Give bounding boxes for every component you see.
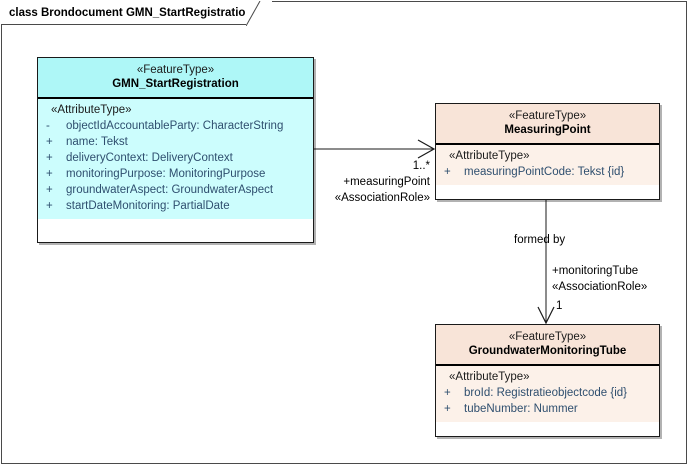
attribute-row: + monitoringPurpose: MonitoringPurpose	[46, 166, 309, 182]
attribute-row: + name: Tekst	[46, 134, 309, 150]
class-stereotype: «FeatureType»	[136, 64, 215, 76]
attribute-compartment-stereotype: «AttributeType»	[51, 103, 132, 116]
attribute-row: + broId: Registratieobjectcode {id}	[444, 385, 655, 401]
attribute-visibility: +	[444, 165, 451, 178]
class-attributes-groundwater-monitoring-tube: «AttributeType» + broId: Registratieobje…	[436, 365, 659, 422]
class-stereotype: «FeatureType»	[508, 331, 587, 343]
attribute-text: broId: Registratieobjectcode {id}	[464, 386, 628, 399]
class-name: GMN_StartRegistration	[112, 78, 239, 91]
class-stereotype: «FeatureType»	[508, 110, 587, 122]
attribute-visibility: +	[46, 183, 53, 196]
association-role-measuringpoint: +measuringPoint	[343, 176, 430, 188]
attribute-visibility: +	[46, 199, 53, 212]
association-multiplicity-monitoringtube: 1	[556, 300, 563, 312]
attribute-text: startDateMonitoring: PartialDate	[66, 199, 230, 212]
attribute-visibility: +	[444, 402, 451, 415]
attribute-row: + groundwaterAspect: GroundwaterAspect	[46, 182, 309, 198]
attribute-visibility: -	[46, 119, 50, 132]
class-header-groundwater-monitoring-tube: «FeatureType» GroundwaterMonitoringTube	[436, 325, 659, 366]
attribute-text: monitoringPurpose: MonitoringPurpose	[66, 167, 266, 180]
attribute-visibility: +	[444, 386, 451, 399]
class-attributes-measuring-point: «AttributeType» + measuringPointCode: Te…	[436, 144, 659, 185]
attribute-compartment-stereotype: «AttributeType»	[449, 149, 530, 162]
attribute-row: + tubeNumber: Nummer	[444, 401, 655, 417]
attribute-text: measuringPointCode: Tekst {id}	[464, 165, 625, 178]
attribute-text: groundwaterAspect: GroundwaterAspect	[66, 183, 274, 196]
attribute-row: + deliveryContext: DeliveryContext	[46, 150, 309, 166]
attribute-visibility: +	[46, 151, 53, 164]
class-header-measuring-point: «FeatureType» MeasuringPoint	[436, 104, 659, 145]
association-name-formed-by: formed by	[514, 234, 566, 246]
class-header-gmn-start-registration: «FeatureType» GMN_StartRegistration	[38, 58, 313, 99]
association-stereotype-monitoringtube: «AssociationRole»	[552, 281, 648, 293]
diagram-title-tab: class Brondocument GMN_StartRegistration	[1, 1, 259, 25]
diagram-title-label: class Brondocument GMN_StartRegistration	[9, 6, 253, 19]
attribute-text: tubeNumber: Nummer	[464, 402, 578, 415]
association-role-monitoringtube: +monitoringTube	[552, 265, 639, 277]
association-multiplicity-measuringpoint: 1..*	[412, 160, 430, 172]
class-attributes-gmn-start-registration: «AttributeType» - objectIdAccountablePar…	[38, 98, 313, 219]
class-box-gmn-start-registration[interactable]: «FeatureType» GMN_StartRegistration «Att…	[37, 57, 314, 243]
attribute-visibility: +	[46, 167, 53, 180]
class-box-groundwater-monitoring-tube[interactable]: «FeatureType» GroundwaterMonitoringTube …	[435, 324, 660, 437]
diagram-title-tab-corner	[246, 1, 272, 26]
attribute-text: deliveryContext: DeliveryContext	[66, 151, 233, 164]
association-stereotype-measuringpoint: «AssociationRole»	[334, 192, 430, 204]
attribute-compartment-stereotype: «AttributeType»	[449, 370, 530, 383]
attribute-row: + measuringPointCode: Tekst {id}	[444, 164, 655, 180]
attribute-text: name: Tekst	[66, 135, 128, 148]
attribute-visibility: +	[46, 135, 53, 148]
class-name: GroundwaterMonitoringTube	[468, 345, 627, 358]
attribute-row: + startDateMonitoring: PartialDate	[46, 198, 309, 214]
attribute-row: - objectIdAccountableParty: CharacterStr…	[46, 118, 309, 134]
class-name: MeasuringPoint	[504, 124, 591, 137]
class-box-measuring-point[interactable]: «FeatureType» MeasuringPoint «AttributeT…	[435, 103, 660, 200]
attribute-text: objectIdAccountableParty: CharacterStrin…	[66, 119, 284, 132]
